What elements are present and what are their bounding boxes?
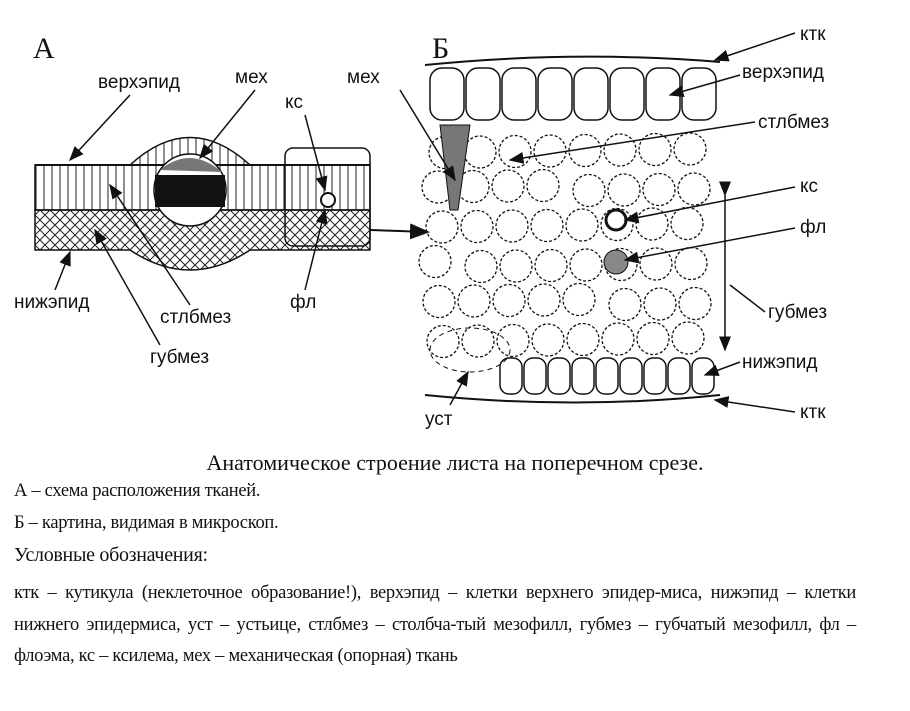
cell <box>527 283 561 317</box>
xylem-block <box>155 175 225 207</box>
cell <box>425 210 459 244</box>
leaf-diagram: А верхэпид мех кс нижэпид стлбмез фл губ… <box>14 24 829 430</box>
cell <box>568 133 602 168</box>
mechanical-tissue-b <box>439 124 471 211</box>
cell <box>667 357 691 395</box>
detail-frame <box>284 147 371 247</box>
cell <box>639 247 673 281</box>
cell <box>426 324 460 359</box>
cell <box>619 357 643 395</box>
cell <box>569 248 603 282</box>
caption-line-a: А – схема расположения тканей. <box>14 481 261 501</box>
cell <box>429 67 465 121</box>
figure-caption: Анатомическое строение листа на поперечн… <box>206 450 704 475</box>
label-lower-epid-b: нижэпид <box>742 352 818 373</box>
panel-a-letter: А <box>33 32 55 65</box>
caption-line-b: Б – картина, видимая в микроскоп. <box>14 513 279 533</box>
cell <box>643 287 677 321</box>
cell <box>526 168 560 203</box>
legend-text: ктк – кутикула (неклеточное образование!… <box>14 583 856 666</box>
cell <box>595 357 619 395</box>
cell <box>463 135 497 169</box>
cell <box>498 134 532 169</box>
cell <box>418 244 452 279</box>
cell <box>681 67 717 121</box>
cell <box>608 287 642 322</box>
cell <box>530 208 564 243</box>
cell <box>566 322 600 357</box>
label-mech-b: мех <box>347 67 380 88</box>
label-xylem-a: кс <box>285 92 303 113</box>
label-phloem-a: фл <box>290 292 316 313</box>
cell <box>571 357 595 395</box>
cell <box>565 208 599 242</box>
cell <box>499 249 533 283</box>
label-stoma: уст <box>425 409 453 430</box>
cell <box>461 324 495 358</box>
lower-epidermis-cells <box>499 357 715 395</box>
cell <box>457 284 491 318</box>
cell <box>607 173 641 207</box>
label-cuticle-top: ктк <box>800 24 826 45</box>
cell <box>460 209 494 244</box>
label-upper-epid-a: верхэпид <box>98 72 180 93</box>
cell <box>491 169 525 203</box>
cell <box>677 172 711 206</box>
cell <box>537 67 573 121</box>
cell <box>422 284 456 319</box>
label-cuticle-bottom: ктк <box>800 402 826 423</box>
cell <box>523 357 547 395</box>
cell <box>678 286 712 321</box>
cell <box>609 67 645 121</box>
label-mech-a: мех <box>235 67 268 88</box>
label-xylem-b: кс <box>800 176 818 197</box>
cell <box>642 172 676 207</box>
cell <box>638 132 672 167</box>
cell <box>671 321 705 355</box>
cell <box>533 134 567 168</box>
mechanical-tissue <box>160 157 222 172</box>
cell <box>572 173 606 208</box>
cell <box>636 321 670 356</box>
cell <box>531 323 565 357</box>
label-palisade-b: стлбмез <box>758 112 829 133</box>
panel-b-microscope: Б мех ктк верхэпид стлбмез кс фл губмез … <box>347 24 829 430</box>
label-phloem-b: фл <box>800 217 826 238</box>
cell <box>496 323 530 358</box>
cell <box>465 67 501 121</box>
upper-epidermis-cells <box>429 67 717 121</box>
cell <box>492 283 526 318</box>
spongy-layer <box>34 209 371 271</box>
cell <box>464 249 498 284</box>
cell <box>674 246 708 281</box>
label-spongy-b: губмез <box>768 302 827 323</box>
cell <box>534 248 568 283</box>
cell <box>499 357 523 395</box>
label-upper-epid-b: верхэпид <box>742 62 824 83</box>
cell <box>635 207 669 241</box>
label-spongy-a: губмез <box>150 347 209 368</box>
cell <box>670 206 704 241</box>
cell <box>603 133 637 167</box>
cell <box>643 357 667 395</box>
cell <box>600 207 634 242</box>
cell <box>573 67 609 121</box>
label-lower-epid-a: нижэпид <box>14 292 90 313</box>
cell <box>495 209 529 243</box>
label-palisade-a: стлбмез <box>160 307 231 328</box>
cell <box>456 169 490 204</box>
cell <box>562 282 596 317</box>
cell <box>673 132 707 166</box>
panel-b-letter: Б <box>432 32 449 65</box>
cell <box>501 67 537 121</box>
cell <box>691 357 715 395</box>
panel-a-schematic: А верхэпид мех кс нижэпид стлбмез фл губ… <box>14 32 430 368</box>
cell <box>547 357 571 395</box>
cell <box>601 322 635 356</box>
legend-title: Условные обозначения: <box>14 544 208 566</box>
cell <box>604 247 638 282</box>
